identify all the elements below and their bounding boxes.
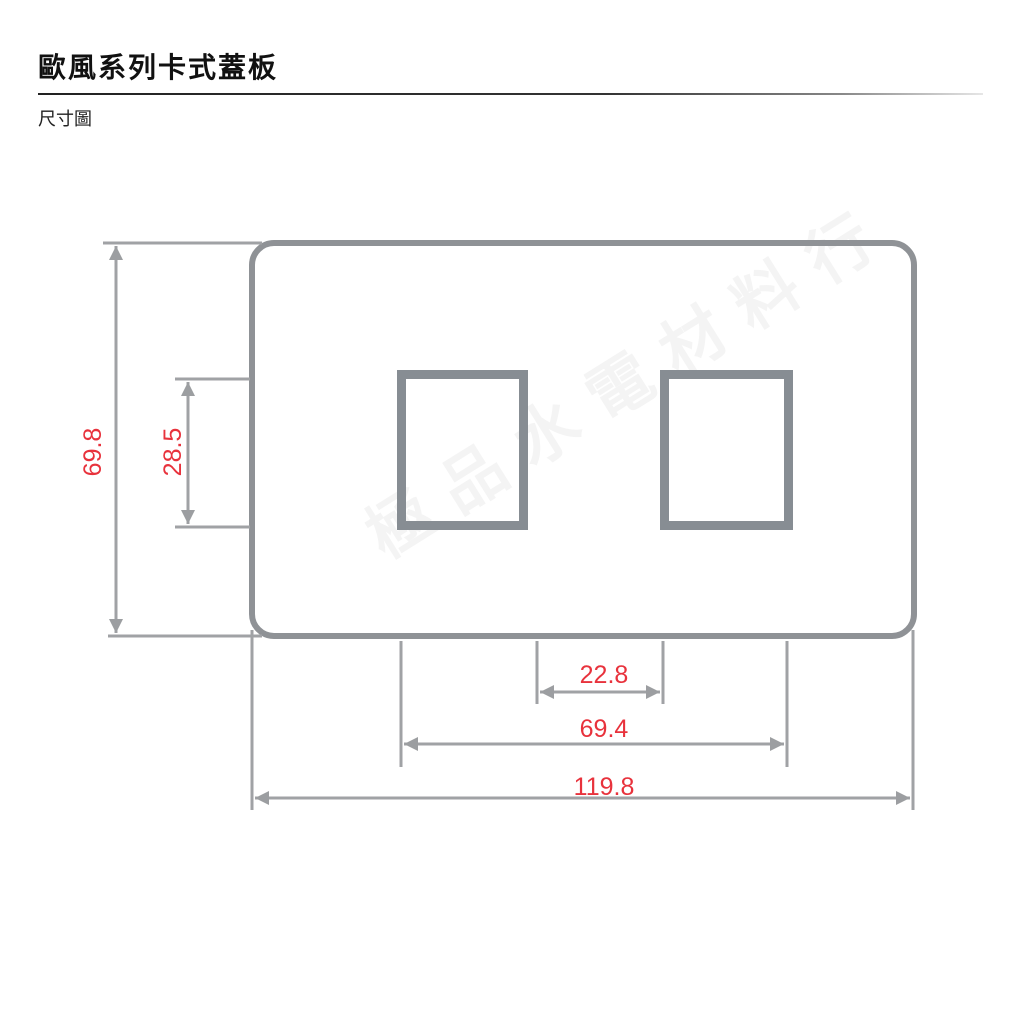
cover-plate-outline xyxy=(249,240,917,639)
dimension-overall-width xyxy=(250,630,915,810)
dimension-label-cutout-span: 69.4 xyxy=(580,715,629,743)
dimension-overall-height xyxy=(103,241,262,638)
watermark: 極 品 水 電 材 料 行 xyxy=(354,203,887,574)
title-divider xyxy=(38,93,983,95)
dimension-label-overall-height: 69.8 xyxy=(79,428,107,477)
dimension-cutout-span xyxy=(399,641,789,767)
dimension-cutout-width xyxy=(535,641,665,704)
page-title: 歐風系列卡式蓋板 xyxy=(38,51,279,84)
dimension-side-height xyxy=(175,377,250,529)
dimension-label-overall-width: 119.8 xyxy=(574,773,635,801)
keystone-cutout-left xyxy=(397,370,528,530)
dimension-label-cutout-width: 22.8 xyxy=(580,661,629,689)
svg-text:極 品 水 電 材 料 行: 極 品 水 電 材 料 行 xyxy=(354,203,887,574)
section-subtitle: 尺寸圖 xyxy=(38,109,92,130)
dimension-label-side-height: 28.5 xyxy=(159,428,187,477)
keystone-cutout-right xyxy=(660,370,793,530)
